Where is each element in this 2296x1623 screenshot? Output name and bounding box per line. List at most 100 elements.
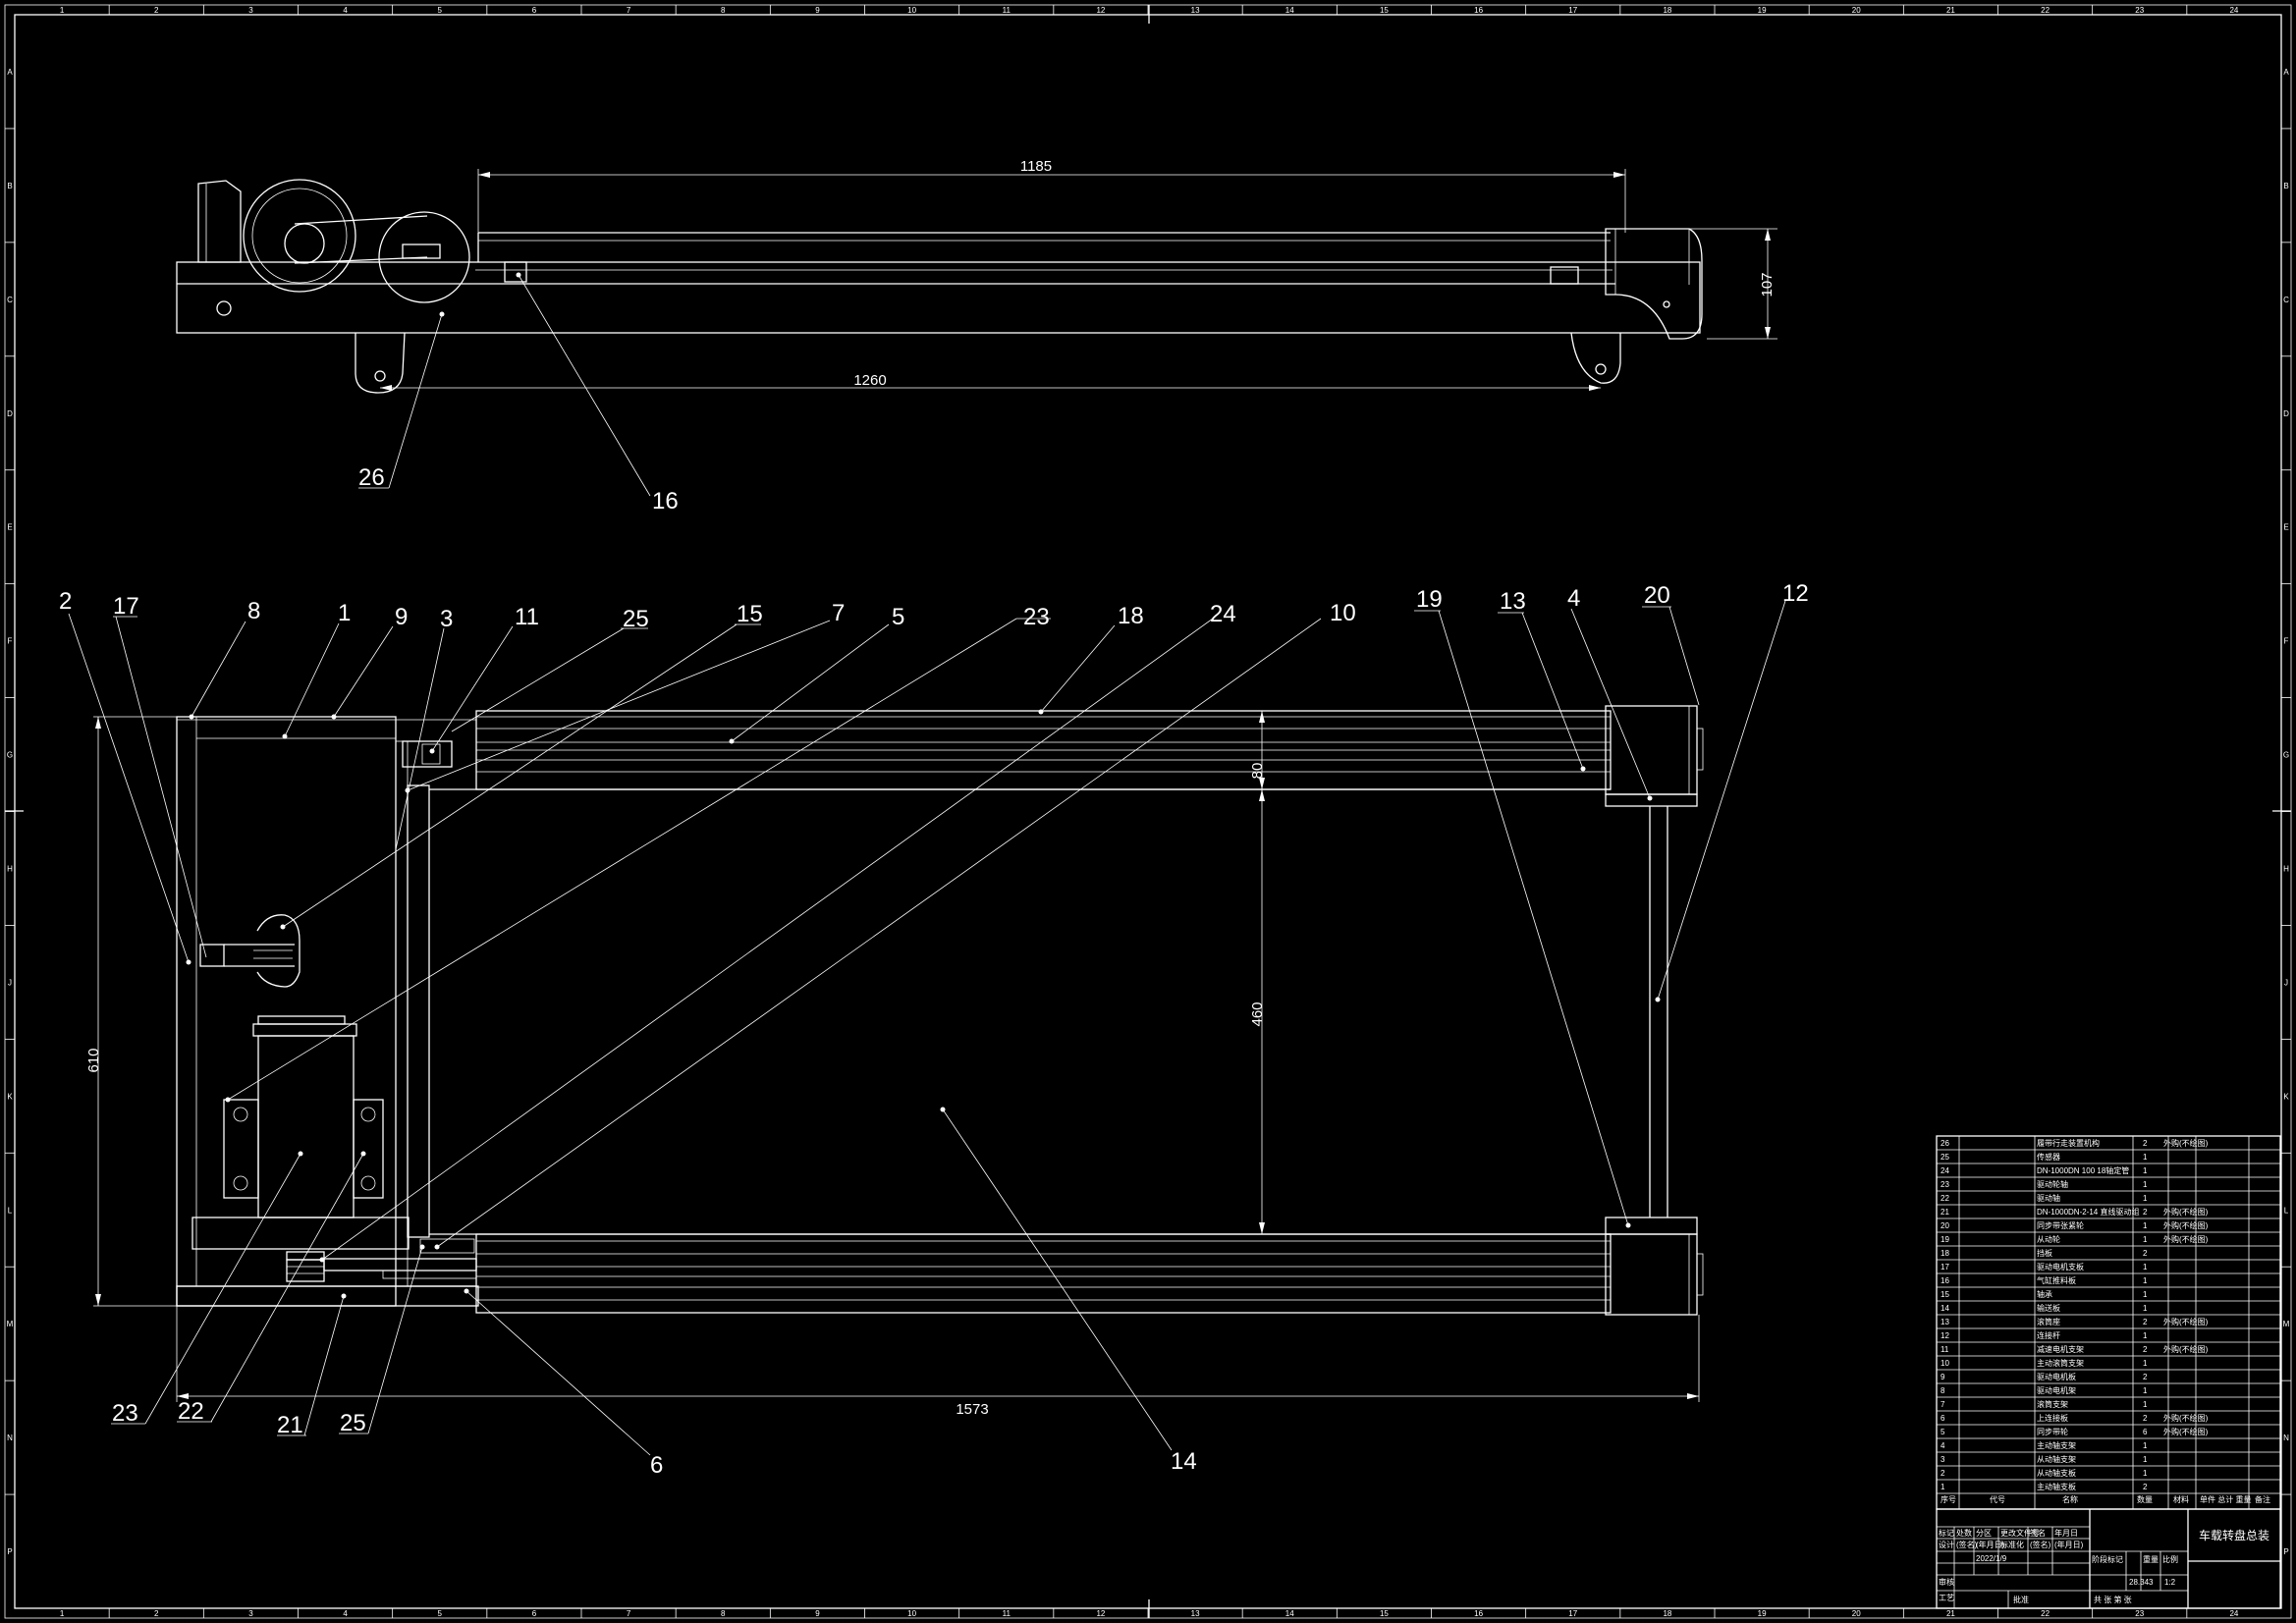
border-number: 5 bbox=[438, 1609, 443, 1618]
border-letter: K bbox=[2283, 1092, 2289, 1101]
bom-header-no: 序号 bbox=[1941, 1494, 1956, 1504]
border-letter: L bbox=[8, 1206, 13, 1215]
balloon-2: 2 bbox=[59, 588, 72, 615]
balloon-4: 4 bbox=[1567, 585, 1580, 612]
border-number: 17 bbox=[1568, 6, 1577, 15]
bom-row-qty: 2 bbox=[2143, 1345, 2148, 1354]
bom-row-name: 履带行走装置机构 bbox=[2037, 1138, 2100, 1148]
bom-row-qty: 1 bbox=[2143, 1400, 2148, 1409]
bom-row-no: 3 bbox=[1941, 1455, 1945, 1464]
bom-row-note: 外购(不绘图) bbox=[2163, 1207, 2209, 1217]
bom-row-name: 从动轮 bbox=[2037, 1234, 2060, 1244]
bom-row-name: 主动轴支板 bbox=[2037, 1482, 2076, 1491]
tb-change-doc: 更改文件号 bbox=[2000, 1528, 2040, 1538]
bom-row-qty: 1 bbox=[2143, 1359, 2148, 1368]
border-number: 3 bbox=[248, 1609, 253, 1618]
balloon-10: 10 bbox=[1330, 600, 1356, 626]
border-number: 22 bbox=[2041, 1609, 2050, 1618]
border-letter: P bbox=[2283, 1547, 2288, 1556]
border-letter: P bbox=[7, 1547, 12, 1556]
bom-row-no: 11 bbox=[1941, 1345, 1949, 1354]
border-letter: C bbox=[2283, 296, 2289, 304]
bom-row-qty: 1 bbox=[2143, 1153, 2148, 1162]
border-letter: D bbox=[7, 409, 13, 418]
bom-row-no: 6 bbox=[1941, 1414, 1945, 1423]
border-letter: B bbox=[7, 182, 12, 190]
border-number: 11 bbox=[1003, 1609, 1011, 1618]
bom-row-qty: 1 bbox=[2143, 1290, 2148, 1299]
tb-standard-date: (年月日) bbox=[2054, 1540, 2084, 1549]
border-number: 13 bbox=[1191, 1609, 1200, 1618]
tb-date-col: 年月日 bbox=[2054, 1528, 2078, 1538]
bom-row-name: 传感器 bbox=[2037, 1152, 2060, 1162]
border-zone-ticks: 1122334455667788991010111112121313141415… bbox=[5, 5, 2291, 1618]
bom-row-name: 同步带轮 bbox=[2037, 1427, 2068, 1436]
tb-zone: 分区 bbox=[1976, 1529, 1992, 1538]
tb-mark: 标记 bbox=[1939, 1528, 1954, 1538]
border-letter: G bbox=[7, 751, 13, 760]
plan-view bbox=[176, 705, 1704, 1316]
bom-row-note: 外购(不绘图) bbox=[2163, 1317, 2209, 1326]
border-number: 10 bbox=[907, 6, 916, 15]
border-number: 15 bbox=[1380, 1609, 1389, 1618]
bom-row-qty: 2 bbox=[2143, 1414, 2148, 1423]
tb-sheet: 共 张 第 张 bbox=[2094, 1595, 2132, 1604]
bom-row-no: 22 bbox=[1941, 1194, 1949, 1203]
border-number: 6 bbox=[532, 6, 537, 15]
plan-view-dimensions: 610 80 460 1573 bbox=[85, 711, 1700, 1418]
border-number: 18 bbox=[1663, 6, 1671, 15]
border-number: 19 bbox=[1758, 1609, 1767, 1618]
border-number: 16 bbox=[1474, 6, 1483, 15]
balloon-21: 21 bbox=[277, 1412, 303, 1438]
bom-row-no: 2 bbox=[1941, 1469, 1945, 1478]
bom-row-name: 驱动电机支板 bbox=[2037, 1262, 2084, 1271]
border-number: 24 bbox=[2229, 1609, 2238, 1618]
bom-header-note: 备注 bbox=[2255, 1494, 2270, 1504]
border-letter: A bbox=[2283, 68, 2289, 77]
balloon-3: 3 bbox=[440, 606, 453, 632]
border-number: 24 bbox=[2229, 6, 2238, 15]
dim-top-height: 107 bbox=[1759, 272, 1776, 297]
bom-row-no: 14 bbox=[1941, 1304, 1949, 1313]
bom-row-name: 同步带张紧轮 bbox=[2037, 1220, 2084, 1230]
balloon-24: 24 bbox=[1210, 601, 1236, 627]
border-letter: H bbox=[2283, 864, 2289, 873]
bom-row-no: 15 bbox=[1941, 1290, 1949, 1299]
balloon-7: 7 bbox=[832, 600, 845, 626]
side-view-dimensions: 1185 107 1260 bbox=[380, 158, 1777, 391]
border-letter: J bbox=[2284, 978, 2288, 987]
bom-row-no: 21 bbox=[1941, 1208, 1949, 1217]
bom-row-no: 16 bbox=[1941, 1276, 1949, 1285]
border-letter: M bbox=[2283, 1320, 2290, 1328]
bom-row-qty: 1 bbox=[2143, 1166, 2148, 1175]
bom-row-no: 18 bbox=[1941, 1249, 1949, 1258]
bom-row-qty: 2 bbox=[2143, 1208, 2148, 1217]
bom-row-no: 17 bbox=[1941, 1263, 1949, 1271]
border-number: 11 bbox=[1003, 6, 1011, 15]
bom-row-note: 外购(不绘图) bbox=[2163, 1220, 2209, 1230]
bom-row-no: 8 bbox=[1941, 1386, 1945, 1395]
border-letter: F bbox=[8, 637, 13, 646]
bom-row-name: 连接杆 bbox=[2037, 1330, 2060, 1340]
bom-row-qty: 2 bbox=[2143, 1483, 2148, 1491]
balloon-1: 1 bbox=[338, 600, 351, 626]
border-letter: B bbox=[2283, 182, 2288, 190]
bom-row-no: 1 bbox=[1941, 1483, 1945, 1491]
border-letter: D bbox=[2283, 409, 2289, 418]
bom-row-name: 上连接板 bbox=[2037, 1413, 2068, 1423]
bom-row-qty: 2 bbox=[2143, 1318, 2148, 1326]
balloon-11: 11 bbox=[515, 604, 539, 630]
border-number: 2 bbox=[154, 6, 159, 15]
bom-row-no: 9 bbox=[1941, 1373, 1945, 1381]
border-letter: J bbox=[8, 978, 12, 987]
bom-row-qty: 1 bbox=[2143, 1263, 2148, 1271]
balloon-9: 9 bbox=[395, 604, 408, 630]
tb-review: 审核 bbox=[1939, 1577, 1954, 1587]
tb-mass-value: 28.343 bbox=[2129, 1578, 2154, 1587]
border-letter: F bbox=[2284, 637, 2289, 646]
border-letter: L bbox=[2284, 1206, 2289, 1215]
border-number: 20 bbox=[1852, 6, 1861, 15]
bom-row-no: 24 bbox=[1941, 1166, 1949, 1175]
border-number: 6 bbox=[532, 1609, 537, 1618]
